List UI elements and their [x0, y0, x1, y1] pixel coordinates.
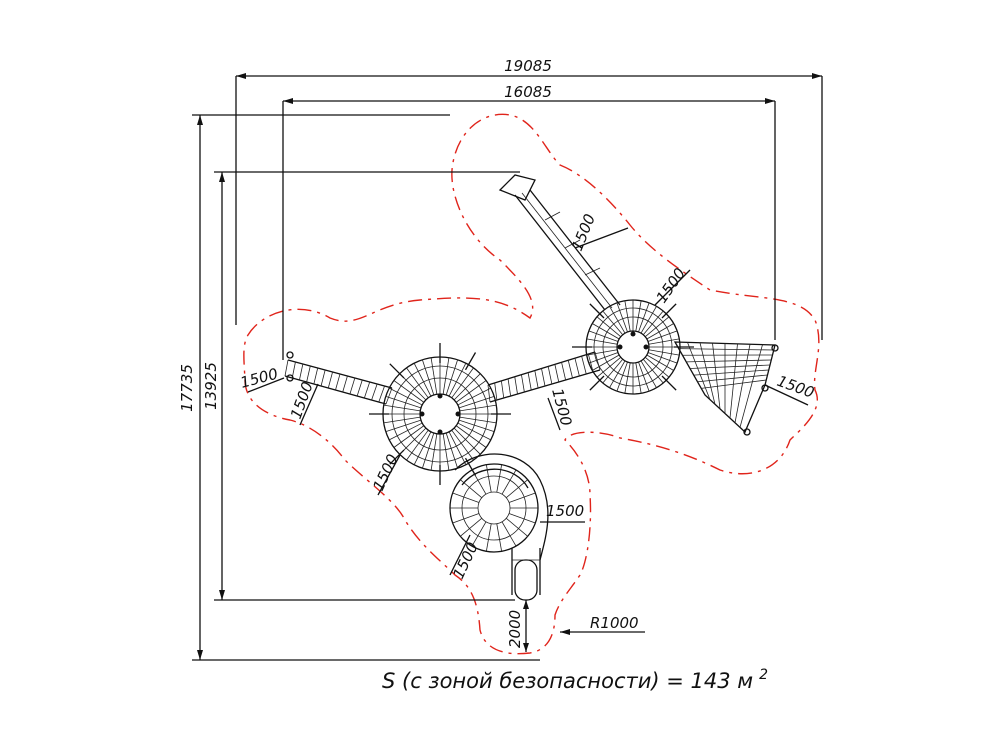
dim-2000-label: 2000 [506, 610, 524, 648]
left-tower [369, 343, 511, 485]
dim-16085-label: 16085 [504, 83, 552, 101]
tube-slide [498, 174, 621, 311]
area-caption-superscript: 2 [759, 667, 768, 683]
dim-1500-tower-left: 1500 [369, 451, 401, 493]
dim-19085-label: 19085 [504, 57, 552, 75]
dimension-overall-height: 17735 [178, 114, 540, 661]
dim-1500-net-right: 1500 [775, 372, 817, 402]
radius-marker: R1000 [560, 614, 645, 635]
dimension-inner-height: 13925 [202, 171, 520, 601]
dim-1500-spiral-right: 1500 [546, 502, 584, 520]
dim-r1000-label: R1000 [590, 614, 639, 632]
net-climber [673, 341, 779, 436]
left-bridge [284, 351, 393, 405]
dimension-bottom-clearance: 2000 [506, 600, 529, 652]
dimension-inner-width: 16085 [282, 83, 776, 360]
dimension-overall-width: 19085 [235, 57, 823, 340]
dim-1500-tower-right: 1500 [653, 265, 690, 307]
spiral-slide [449, 453, 549, 601]
safety-zone-outline [243, 113, 820, 655]
dim-1500-bridge: 1500 [548, 386, 575, 428]
dim-1500-slide-top: 1500 [568, 211, 599, 253]
area-caption-text: S (с зоной безопасности) = 143 м [382, 669, 753, 693]
dim-1500-left-lower: 1500 [287, 379, 317, 421]
dim-17735-label: 17735 [178, 364, 196, 412]
right-tower [572, 299, 694, 395]
safety-distance-markers: 1500 1500 1500 1500 1500 1500 1500 1500 … [238, 211, 816, 581]
dim-1500-spiral-left: 1500 [449, 539, 481, 581]
dim-13925-label: 13925 [202, 362, 220, 410]
area-caption: S (с зоной безопасности) = 143 м 2 [382, 667, 768, 693]
middle-bridge [487, 351, 601, 403]
